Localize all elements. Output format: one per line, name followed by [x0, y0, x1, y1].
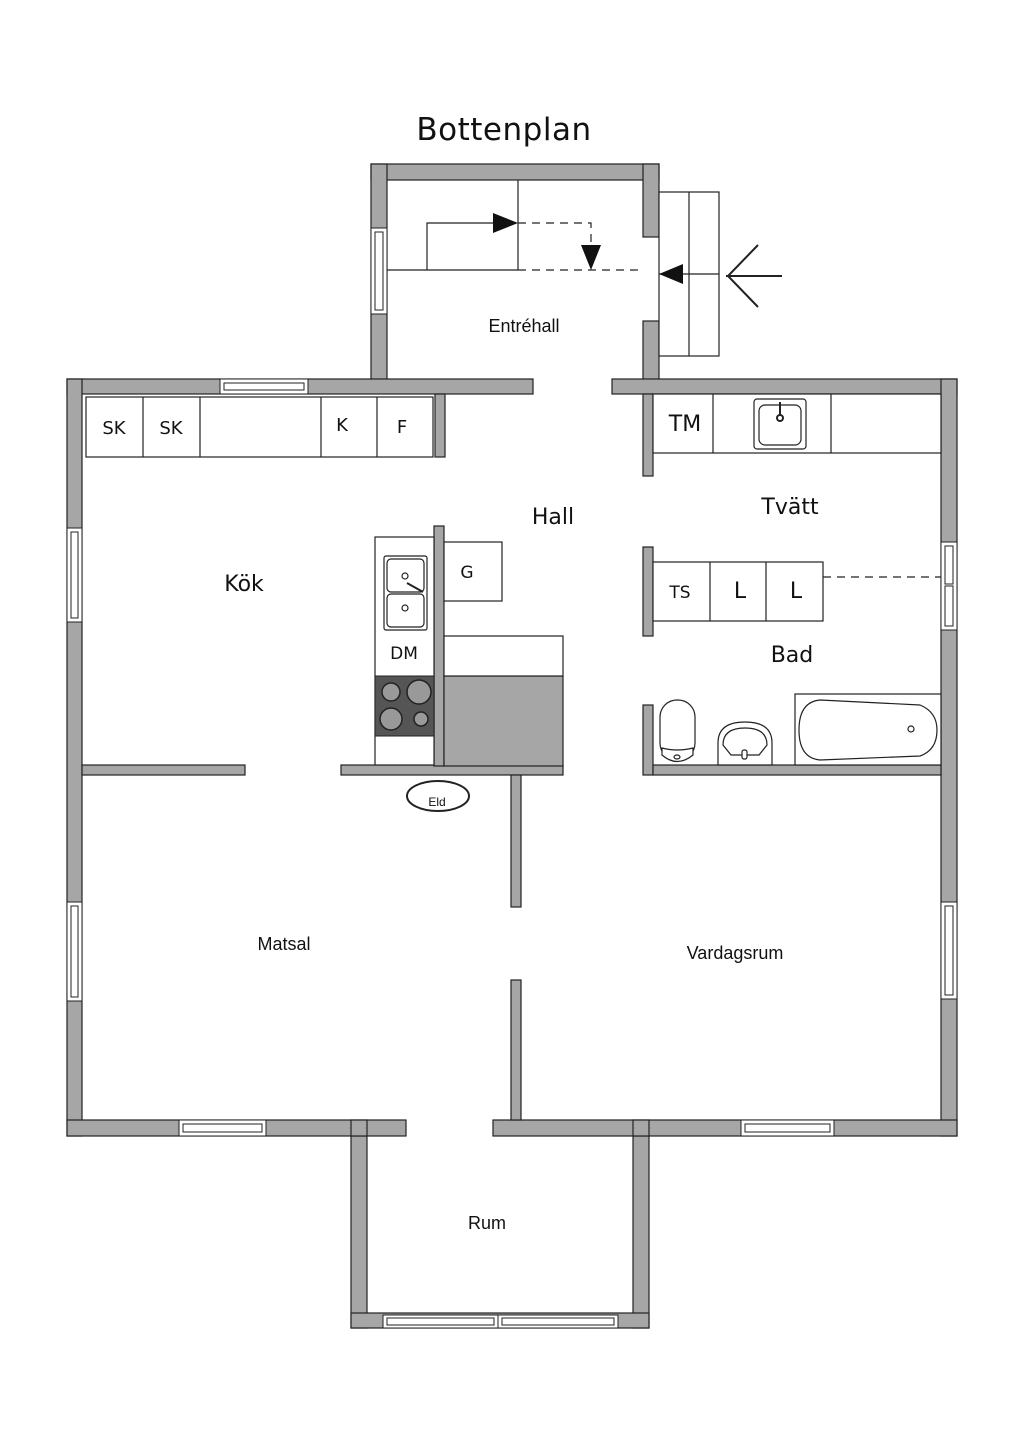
fireplace-icon [406, 780, 470, 812]
wash-basin-icon [717, 721, 773, 766]
window-rum-bottom-right [497, 1314, 619, 1329]
g-cabinet [443, 541, 503, 602]
windows [66, 227, 958, 1329]
room-label-kok: Kök [224, 572, 264, 597]
dishwasher-label: DM [390, 644, 418, 664]
utility-sink-icon [753, 398, 807, 450]
internal-stairs [387, 180, 683, 284]
room-label-rum: Rum [468, 1213, 506, 1233]
window-matsal-left [66, 901, 83, 1002]
window-vardagsrum-right [940, 901, 958, 1000]
laundry-counter [652, 393, 942, 454]
toilet-icon [659, 699, 696, 763]
window-rum-bottom-left [382, 1314, 499, 1329]
counter-block [443, 635, 564, 677]
bath-unit-label-l-2: L [790, 579, 803, 604]
room-label-matsal: Matsal [257, 934, 310, 954]
cabinet-label-f: F [397, 417, 407, 438]
window-matsal-bottom [178, 1119, 267, 1137]
room-label-entrehall: Entréhall [488, 316, 559, 336]
kitchen-island [374, 536, 435, 766]
bath-unit-label-l-1: L [734, 579, 747, 604]
cabinet-label-sk-1: SK [102, 418, 126, 439]
laundry-counter-label: TM [668, 412, 701, 437]
stove-icon [374, 675, 435, 737]
window-bad-right [940, 541, 958, 631]
bath-units [652, 561, 941, 622]
room-label-tvatt: Tvätt [760, 495, 819, 520]
bath-unit-label-ts: TS [668, 583, 690, 603]
window-kok-left [66, 527, 83, 623]
double-sink-icon [383, 555, 428, 631]
plan-title: Bottenplan [416, 112, 592, 148]
room-label-hall: Hall [532, 505, 574, 530]
g-label: G [460, 563, 473, 583]
window-entrehall-left [370, 227, 388, 315]
kitchen-counter [85, 396, 434, 458]
cabinet-label-sk-2: SK [159, 418, 183, 439]
fireplace-label: Eld [428, 795, 445, 809]
bathtub-icon [794, 693, 942, 766]
cabinet-label-k: K [336, 415, 349, 436]
entrance-stairs [658, 191, 720, 357]
window-kok-top [219, 378, 309, 395]
room-label-vardagsrum: Vardagsrum [687, 943, 784, 963]
entry-arrow-icon [726, 244, 782, 308]
room-label-bad: Bad [771, 643, 814, 668]
window-vardagsrum-bottom [740, 1119, 835, 1137]
